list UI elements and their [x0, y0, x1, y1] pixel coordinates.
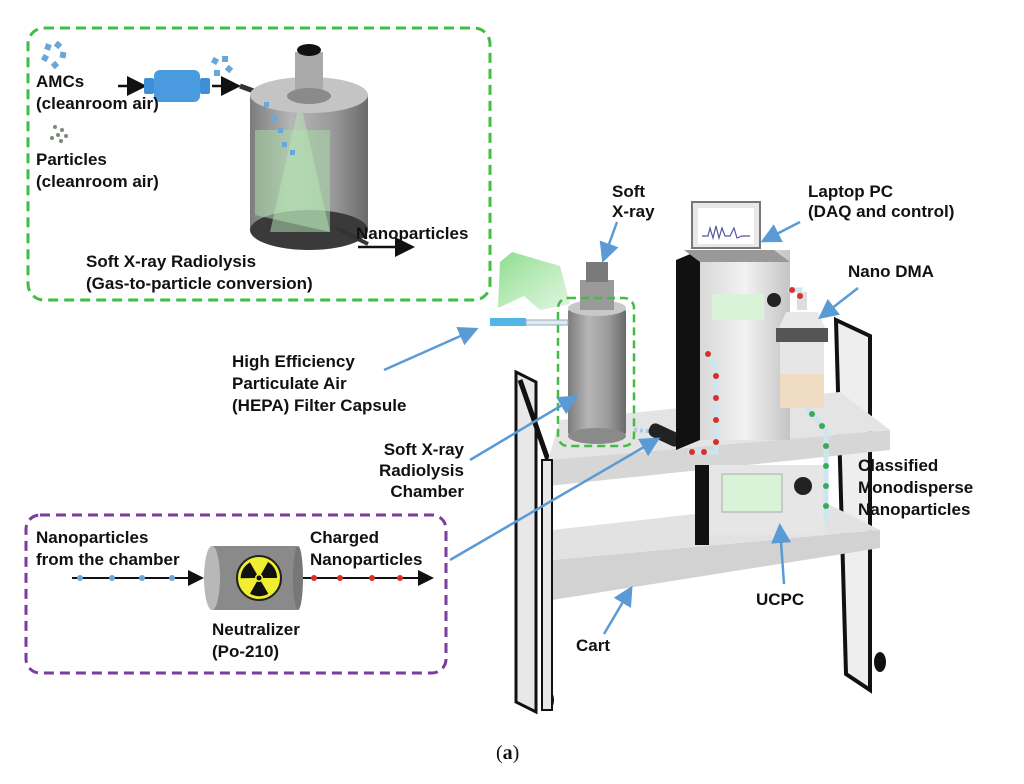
charged-particle-dot [369, 575, 375, 581]
soft-xray-chamber-device [490, 262, 636, 448]
classified-particle-dot [823, 483, 829, 489]
ucpc-label: UCPC [756, 590, 805, 609]
charged-particle-dot [713, 417, 719, 423]
charged-particle-dot [789, 287, 795, 293]
soft-xray-label-2: X-ray [612, 202, 655, 221]
neutralizer-inset-border [24, 513, 448, 675]
neutral-particle-dot [169, 575, 175, 581]
chamber-label-2: Radiolysis [378, 461, 464, 480]
neutralizer-device [633, 423, 682, 447]
soft-xray-callout-arrow [599, 221, 619, 263]
hepa-callout-arrow [383, 326, 479, 372]
inset-particle-dots [77, 575, 403, 581]
figure-caption: (a) [496, 742, 519, 765]
radiolysis-inset-border [26, 26, 492, 302]
hepa-label-1: High Efficiency [232, 352, 355, 371]
chamber-callout-arrow [469, 395, 579, 462]
amcs-source-label: (cleanroom air) [36, 94, 159, 113]
hepa-filter-capsule-icon [144, 70, 210, 102]
nano-dma-callout-arrow [818, 287, 859, 320]
neutralizer-callout-arrow [449, 437, 661, 562]
cart-label: Cart [576, 636, 611, 655]
classified-particle-dot [823, 503, 829, 509]
nanoparticles-output-label: Nanoparticles [356, 224, 469, 243]
radiolysis-subtitle: (Gas-to-particle conversion) [86, 274, 313, 293]
charged-particle-dot [713, 395, 719, 401]
cart-callout-arrow [602, 585, 633, 635]
charged-particle-dot [689, 449, 695, 455]
neutralizer-device-label-2: (Po-210) [212, 642, 280, 661]
classified-label-3: Nanoparticles [858, 500, 971, 519]
hepa-label-2: Particulate Air [232, 374, 347, 393]
chamber-label-3: Chamber [390, 482, 464, 501]
callout-arrows [383, 220, 859, 635]
charged-particle-dot [397, 575, 403, 581]
radiolysis-inset [26, 26, 492, 302]
charged-particle-dot [311, 575, 317, 581]
laptop-label-2: (DAQ and control) [808, 202, 955, 221]
classified-particle-dot [823, 443, 829, 449]
hepa-label-3: (HEPA) Filter Capsule [232, 396, 407, 415]
spectrum-plot-icon [702, 225, 750, 241]
ucpc-callout-arrow [771, 523, 792, 585]
laptop-callout-arrow [760, 220, 801, 243]
neutral-particle-dot [139, 575, 145, 581]
radiolysis-title: Soft X-ray Radiolysis [86, 252, 257, 271]
charged-particle-dot [705, 351, 711, 357]
amcs-label: AMCs [36, 72, 85, 91]
caption-close-paren: ) [512, 742, 520, 764]
amc-molecules-icon [40, 40, 67, 70]
neutral-particle-dot [77, 575, 83, 581]
neutral-particle-dot [109, 575, 115, 581]
nano-dma-label: Nano DMA [848, 262, 934, 281]
charged-particle-dot [797, 293, 803, 299]
neutralizer-output-label-1: Charged [310, 528, 379, 547]
amc-molecules-after-filter-icon [210, 56, 234, 76]
caption-letter: a [502, 742, 513, 764]
charged-particle-dot [701, 449, 707, 455]
radiolysis-chamber-cutaway [250, 44, 368, 250]
tube-particle-dots [689, 287, 829, 509]
classified-particle-dot [809, 411, 815, 417]
zoom-link-arrow [498, 252, 570, 310]
neutralizer-input-label-1: Nanoparticles [36, 528, 149, 547]
ucpc-device [695, 465, 825, 545]
charged-particle-dot [713, 439, 719, 445]
soft-xray-label-1: Soft [612, 182, 646, 201]
charged-particle-dot [713, 373, 719, 379]
radiation-trefoil-icon [236, 555, 282, 601]
particles-cluster-icon [50, 125, 68, 143]
neutralizer-output-label-2: Nanoparticles [310, 550, 423, 569]
classified-particle-dot [819, 423, 825, 429]
particles-source-label: (cleanroom air) [36, 172, 159, 191]
dma-controller-cabinet [676, 250, 790, 450]
caption-open-paren: ( [496, 742, 503, 764]
particles-label: Particles [36, 150, 107, 169]
neutralizer-device-label-1: Neutralizer [212, 620, 300, 639]
classified-particle-dot [823, 463, 829, 469]
classified-label-2: Monodisperse [858, 478, 974, 497]
classified-label-1: Classified [858, 456, 939, 475]
neutralizer-input-label-2: from the chamber [36, 550, 180, 569]
laptop-label-1: Laptop PC [808, 182, 893, 201]
laptop-pc [684, 201, 790, 262]
chamber-label-1: Soft X-ray [383, 440, 464, 459]
chamber-outlet-tube [335, 226, 369, 246]
neutralizer-inset [24, 513, 448, 675]
charged-particle-dot [337, 575, 343, 581]
